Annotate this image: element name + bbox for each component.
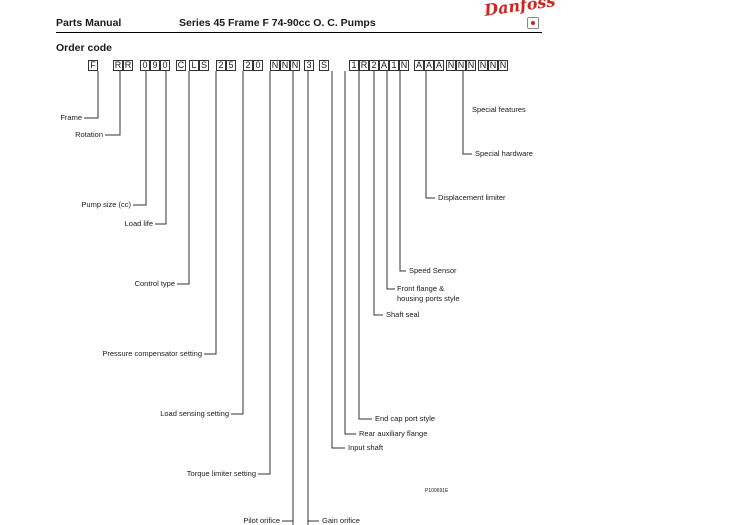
seal-icon <box>527 17 539 29</box>
code-box: 9 <box>150 60 160 71</box>
label-housing-ports-style: housing ports style <box>397 294 460 303</box>
label-special-features: Special features <box>472 105 526 114</box>
label-load-life: Load life <box>124 219 153 228</box>
label-shaft-seal: Shaft seal <box>386 310 420 319</box>
code-box: 2 <box>216 60 226 71</box>
code-box: A <box>424 60 434 71</box>
label-front-flange: Front flange & <box>397 284 445 293</box>
label-pilot-orifice: Pilot orifice <box>243 516 280 525</box>
code-box: N <box>456 60 466 71</box>
label-end-cap-port-style: End cap port style <box>375 414 436 423</box>
code-box: N <box>270 60 280 71</box>
code-box: 0 <box>253 60 263 71</box>
code-box: R <box>113 60 123 71</box>
label-rotation: Rotation <box>75 130 103 139</box>
code-box: R <box>123 60 133 71</box>
code-box: S <box>319 60 329 71</box>
code-box: C <box>176 60 186 71</box>
label-input-shaft: Input shaft <box>348 443 384 452</box>
code-box: L <box>189 60 199 71</box>
code-box: N <box>290 60 300 71</box>
code-box: N <box>466 60 476 71</box>
label-load-sensing: Load sensing setting <box>160 409 229 418</box>
code-box: F <box>88 60 98 71</box>
code-box: A <box>414 60 424 71</box>
label-gain-orifice: Gain orifice <box>322 516 360 525</box>
label-control-type: Control type <box>134 279 175 288</box>
code-box: 3 <box>304 60 314 71</box>
code-box: A <box>434 60 444 71</box>
header-rule <box>56 32 542 33</box>
code-box: A <box>379 60 389 71</box>
code-box: 2 <box>369 60 379 71</box>
code-box: N <box>280 60 290 71</box>
label-pump-size: Pump size (cc) <box>81 200 131 209</box>
figure-code: P100691E <box>425 488 449 494</box>
label-speed-sensor: Speed Sensor <box>409 266 457 275</box>
label-special-hardware: Special hardware <box>475 149 533 158</box>
code-box: 0 <box>140 60 150 71</box>
code-box: 2 <box>243 60 253 71</box>
code-box: N <box>498 60 508 71</box>
label-rear-auxiliary-flange: Rear auxiliary flange <box>359 429 428 438</box>
code-box: S <box>199 60 209 71</box>
code-box: N <box>446 60 456 71</box>
header-manual-title: Parts Manual <box>56 17 122 29</box>
code-box: 1 <box>349 60 359 71</box>
code-box: N <box>399 60 409 71</box>
code-box: 5 <box>226 60 236 71</box>
header-series-title: Series 45 Frame F 74-90cc O. C. Pumps <box>179 17 376 29</box>
code-box: 0 <box>160 60 170 71</box>
label-pressure-compensator: Pressure compensator setting <box>102 349 202 358</box>
code-box: R <box>359 60 369 71</box>
code-box: N <box>478 60 488 71</box>
label-displacement-limiter: Displacement limiter <box>438 193 506 202</box>
code-box: 1 <box>389 60 399 71</box>
code-box: N <box>488 60 498 71</box>
label-frame: Frame <box>60 113 82 122</box>
label-torque-limiter: Torque limiter setting <box>186 469 256 478</box>
order-code-heading: Order code <box>56 42 113 54</box>
